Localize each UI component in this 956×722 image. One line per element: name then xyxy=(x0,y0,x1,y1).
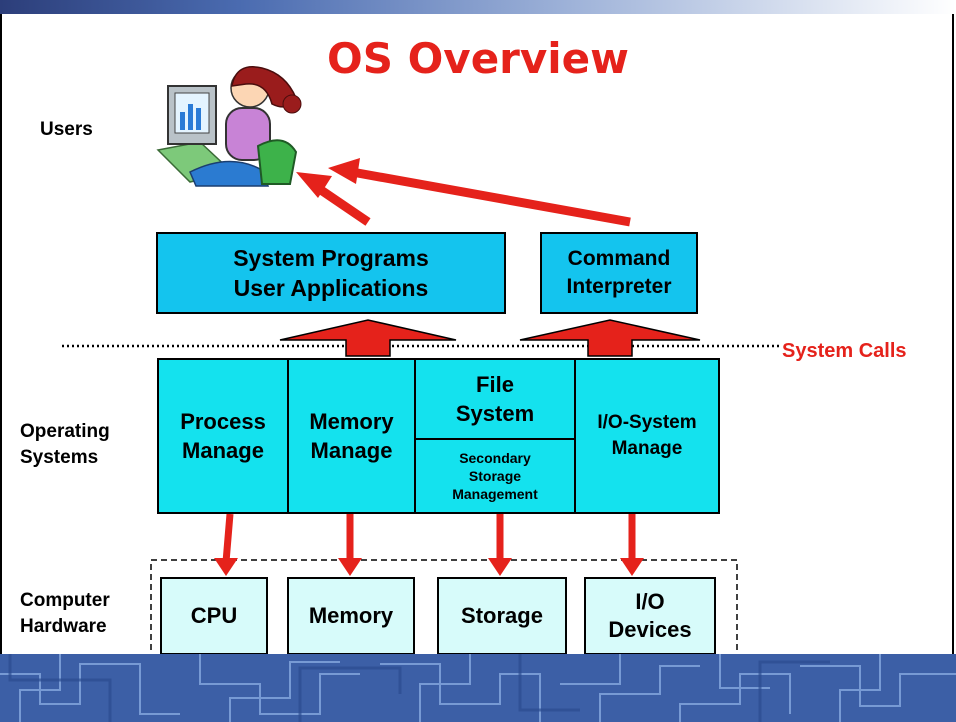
system-programs-box: System Programs User Applications xyxy=(156,232,506,314)
file-system-line1: File xyxy=(476,372,514,397)
io-system-manage-box: I/O-System Manage xyxy=(574,358,720,514)
secondary-storage-line1: Secondary xyxy=(459,450,531,466)
io-devices-box: I/O Devices xyxy=(584,577,716,655)
secondary-storage-box: Secondary Storage Management xyxy=(414,438,576,514)
red-arrows-to-hardware xyxy=(214,513,644,576)
command-interpreter-line2: Interpreter xyxy=(566,275,672,298)
io-devices-line1: I/O xyxy=(635,589,665,614)
computer-hardware-label-line2: Hardware xyxy=(20,616,107,637)
operating-systems-label: Operating Systems xyxy=(20,419,110,471)
red-arrows-to-user xyxy=(296,158,631,227)
circuit-footer-decoration xyxy=(0,654,956,722)
system-programs-line1: System Programs xyxy=(233,245,429,271)
system-call-up-arrows xyxy=(279,319,701,357)
top-gradient-bar xyxy=(0,0,956,14)
file-system-box: File System xyxy=(414,358,576,440)
cpu-label: CPU xyxy=(190,603,238,628)
process-manage-line1: Process xyxy=(180,409,266,434)
io-devices-line2: Devices xyxy=(608,617,692,642)
slide-title: OS Overview xyxy=(327,34,629,83)
secondary-storage-line2: Storage xyxy=(468,468,522,484)
io-system-manage-line2: Manage xyxy=(611,438,683,459)
circuit-pattern-icon xyxy=(0,654,956,722)
memory-manage-box: Memory Manage xyxy=(287,358,416,514)
storage-label: Storage xyxy=(461,603,543,628)
hardware-memory-label: Memory xyxy=(308,603,394,628)
computer-hardware-label: Computer Hardware xyxy=(20,588,110,640)
system-programs-line2: User Applications xyxy=(233,275,429,301)
io-system-manage-line1: I/O-System xyxy=(597,412,697,433)
user-computer-clipart-icon xyxy=(156,66,302,187)
storage-box: Storage xyxy=(437,577,567,655)
command-interpreter-line1: Command xyxy=(567,247,671,270)
slide-frame xyxy=(0,14,954,654)
file-system-line2: System xyxy=(455,401,535,426)
operating-systems-label-line2: Systems xyxy=(20,447,99,468)
users-label: Users xyxy=(40,119,93,140)
process-manage-line2: Manage xyxy=(182,438,264,463)
computer-hardware-label-line1: Computer xyxy=(20,590,110,611)
memory-manage-line2: Manage xyxy=(310,438,393,463)
command-interpreter-box: Command Interpreter xyxy=(540,232,698,314)
hardware-memory-box: Memory xyxy=(287,577,415,655)
memory-manage-line1: Memory xyxy=(309,409,394,434)
process-manage-box: Process Manage xyxy=(157,358,289,514)
secondary-storage-line3: Management xyxy=(452,486,538,502)
operating-systems-label-line1: Operating xyxy=(20,421,110,442)
cpu-box: CPU xyxy=(160,577,268,655)
system-calls-label: System Calls xyxy=(782,340,907,362)
